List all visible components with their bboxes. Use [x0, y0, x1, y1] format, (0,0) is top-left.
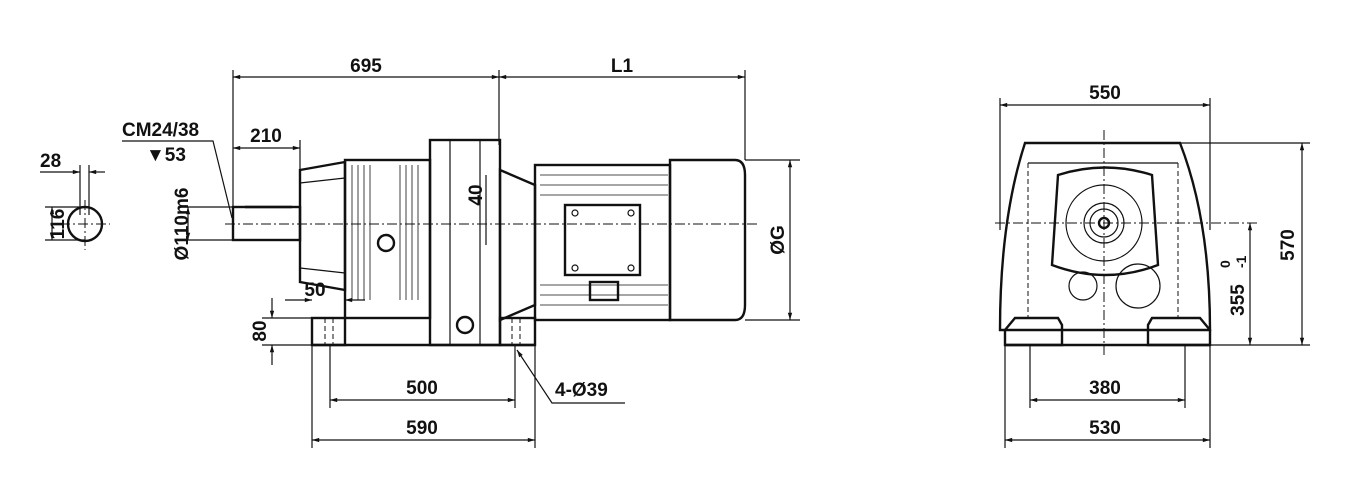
key-width-label: 28	[40, 151, 61, 172]
side-view: 550 380 530 570 355 0 -1	[995, 83, 1310, 448]
shaft-diameter-label: Ø110m6	[172, 188, 193, 261]
center-height-label: 355	[1228, 284, 1249, 316]
mounting-holes-label: 4-Ø39	[555, 380, 608, 401]
front-view: 695 L1 210 CM24/38 ▼53 Ø110m6	[122, 56, 800, 448]
key-height-label: 116	[48, 209, 69, 240]
foot-offset-label: 50	[304, 280, 325, 301]
overall-length-label: 695	[350, 56, 382, 77]
hole-spacing-label: 500	[406, 378, 438, 399]
tolerance-upper: 0	[1217, 260, 1233, 268]
motor-length-label: L1	[611, 56, 634, 77]
thread-depth-label: ▼53	[146, 145, 186, 166]
tolerance-lower: -1	[1233, 255, 1249, 268]
total-height-label: 570	[1278, 229, 1299, 261]
thread-spec-label: CM24/38	[122, 120, 199, 141]
base-length-label: 590	[406, 418, 438, 439]
shaft-section: 28 116	[40, 151, 110, 250]
base-width-label: 530	[1089, 418, 1121, 439]
side-hole-spacing-label: 380	[1089, 378, 1121, 399]
height-offset-label: 40	[466, 184, 487, 205]
motor-diameter-label: ØG	[768, 225, 789, 255]
shaft-length-label: 210	[250, 126, 282, 147]
foot-height-label: 80	[250, 320, 271, 341]
width-label: 550	[1089, 83, 1121, 104]
